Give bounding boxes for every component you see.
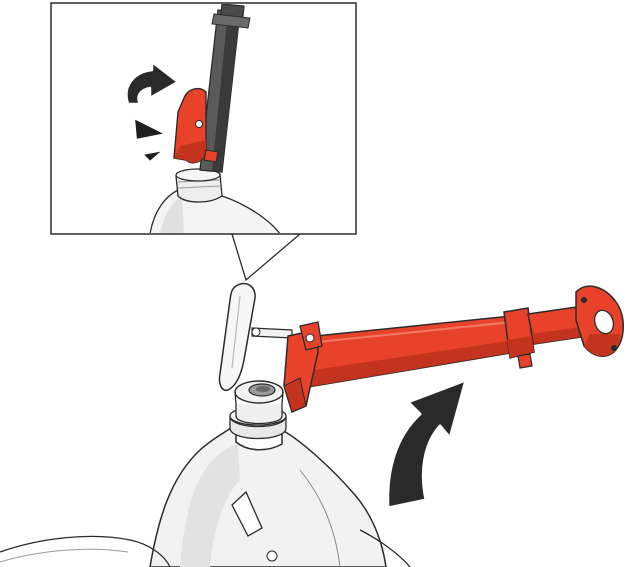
neck-ring bbox=[236, 404, 282, 424]
small-hole bbox=[267, 551, 277, 561]
left-rail bbox=[0, 536, 170, 567]
lift-up-arrow-icon bbox=[388, 380, 466, 508]
latch-plate bbox=[219, 284, 292, 391]
magnified-detail-callout bbox=[51, 3, 356, 234]
left-rail-inner bbox=[0, 549, 128, 562]
callout-clip-hook bbox=[204, 150, 218, 162]
product-base bbox=[0, 424, 410, 567]
callout-leader-lines bbox=[232, 234, 300, 280]
callout-clip-pin bbox=[196, 121, 203, 128]
latch-plate-body bbox=[219, 284, 255, 391]
socket-hole-inner bbox=[256, 386, 270, 392]
neck-socket bbox=[230, 381, 286, 439]
lift-arrow-shape bbox=[388, 380, 466, 508]
arm-end-bolt-1 bbox=[581, 297, 587, 303]
latch-pin bbox=[252, 328, 260, 336]
arm-end-bolt-2 bbox=[611, 345, 617, 351]
arm-knob bbox=[518, 354, 532, 368]
arm-hinge-bolt bbox=[306, 334, 314, 342]
callout-leader bbox=[232, 234, 300, 280]
